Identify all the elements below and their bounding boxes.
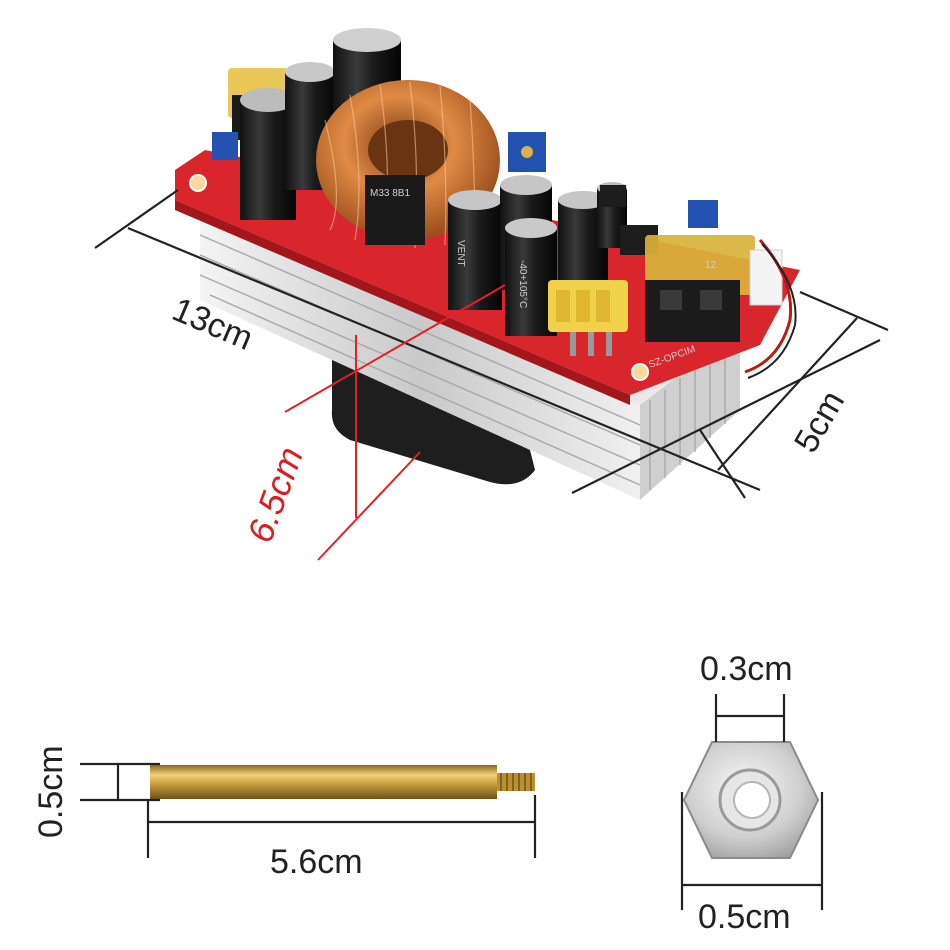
nut-width-dimension: 0.5cm	[680, 792, 824, 936]
output-capacitors: VENT -40+105°C	[448, 175, 627, 336]
svg-text:M33 8B1: M33 8B1	[370, 188, 410, 199]
output-connector	[548, 280, 628, 356]
brass-standoff	[150, 765, 535, 799]
nut-width-label: 0.5cm	[698, 898, 791, 936]
heatsink	[200, 215, 640, 500]
standoff-diameter-label: 0.5cm	[32, 745, 70, 838]
mounting-hole	[631, 363, 649, 381]
hex-nut	[682, 741, 820, 859]
standoff-diameter-dimension: 0.5cm	[32, 745, 160, 838]
input-capacitors	[240, 28, 401, 220]
nut-thickness-dimension: 0.3cm	[700, 650, 793, 742]
width-label: 5cm	[787, 384, 852, 459]
svg-text:-40+105°C: -40+105°C	[517, 260, 528, 308]
standoff-thread	[497, 773, 535, 791]
mounting-hole	[189, 174, 207, 192]
trimmer-potentiometer	[212, 132, 238, 160]
cooling-fan	[331, 360, 535, 485]
standoff-length-label: 5.6cm	[270, 843, 363, 881]
svg-text:VENT: VENT	[455, 240, 466, 267]
svg-text:12: 12	[705, 260, 717, 271]
standoff-length-dimension: 5.6cm	[146, 795, 537, 881]
converter-module: SZ-OPCIM M	[175, 28, 800, 500]
control-chip	[600, 185, 626, 207]
nut-thickness-label: 0.3cm	[700, 650, 793, 688]
height-label: 6.5cm	[239, 442, 311, 548]
trimmer-potentiometer	[688, 200, 718, 228]
output-terminal: 12	[645, 235, 755, 342]
fan-connector	[749, 249, 783, 306]
